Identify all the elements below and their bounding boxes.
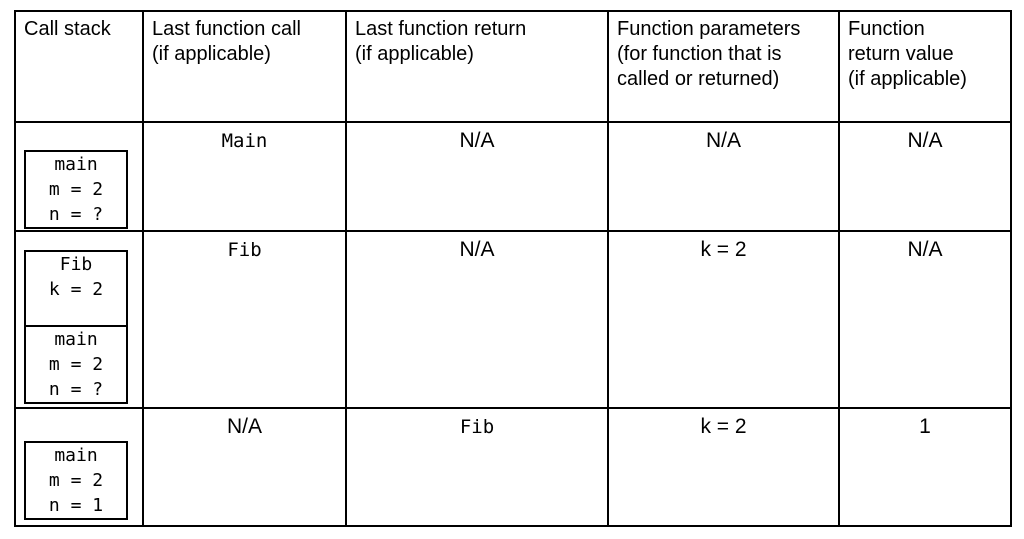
last-function-return-cell-row1: N/A — [347, 123, 607, 230]
call-stack-trace-table: Call stack Last function call (if applic… — [14, 10, 1012, 527]
call-stack-cell-row2: Fib k = 2 main m = 2 n = ? — [16, 232, 142, 407]
cell-value: N/A — [907, 238, 943, 261]
function-parameters-cell-row3: k = 2 — [609, 409, 838, 525]
header-function-parameters: Function parameters (for function that i… — [609, 12, 838, 121]
cell-value: N/A — [459, 129, 495, 152]
header-last-function-call: Last function call (if applicable) — [144, 12, 345, 121]
last-function-call-cell-row1: Main — [144, 123, 345, 230]
stack-frame-line: main — [54, 154, 98, 175]
cell-value: Main — [221, 130, 268, 152]
function-return-value-cell-row2: N/A — [840, 232, 1010, 407]
cell-value: N/A — [226, 415, 262, 438]
last-function-call-cell-row3: N/A — [144, 409, 345, 525]
stack-frame-fib: Fib k = 2 — [24, 250, 128, 327]
function-return-value-cell-row3: 1 — [840, 409, 1010, 525]
cell-value: N/A — [705, 129, 741, 152]
stack-frame-line: n = ? — [48, 379, 104, 400]
cell-value: k = 2 — [700, 415, 747, 438]
function-parameters-cell-row1: N/A — [609, 123, 838, 230]
stack-frame-line: Fib — [59, 254, 93, 275]
stack-frame-line: main — [54, 445, 98, 466]
stack-frame-line: n = 1 — [48, 495, 104, 516]
last-function-call-cell-row2: Fib — [144, 232, 345, 407]
cell-value: 1 — [919, 415, 931, 438]
call-stack-cell-row3: main m = 2 n = 1 — [16, 409, 142, 525]
cell-value: Fib — [459, 416, 495, 438]
stack-frame-line: m = 2 — [48, 179, 104, 200]
last-function-return-cell-row2: N/A — [347, 232, 607, 407]
function-parameters-cell-row2: k = 2 — [609, 232, 838, 407]
stack-frame-line: n = ? — [48, 204, 104, 225]
stack-frame-line: m = 2 — [48, 354, 104, 375]
stack-frame-main: main m = 2 n = ? — [24, 325, 128, 404]
stack-frame-main: main m = 2 n = ? — [24, 150, 128, 229]
header-call-stack: Call stack — [16, 12, 142, 121]
stack-frame-line: m = 2 — [48, 470, 104, 491]
last-function-return-cell-row3: Fib — [347, 409, 607, 525]
stack-frame-line: main — [54, 329, 98, 350]
function-return-value-cell-row1: N/A — [840, 123, 1010, 230]
stack-frame-line: k = 2 — [48, 279, 104, 300]
cell-value: Fib — [227, 239, 262, 261]
header-last-function-return: Last function return (if applicable) — [347, 12, 607, 121]
cell-value: N/A — [459, 238, 495, 261]
cell-value: N/A — [907, 129, 943, 152]
call-stack-cell-row1: main m = 2 n = ? — [16, 123, 142, 230]
header-function-return-value: Function return value (if applicable) — [840, 12, 1010, 121]
stack-frame-main: main m = 2 n = 1 — [24, 441, 128, 520]
cell-value: k = 2 — [700, 238, 747, 261]
